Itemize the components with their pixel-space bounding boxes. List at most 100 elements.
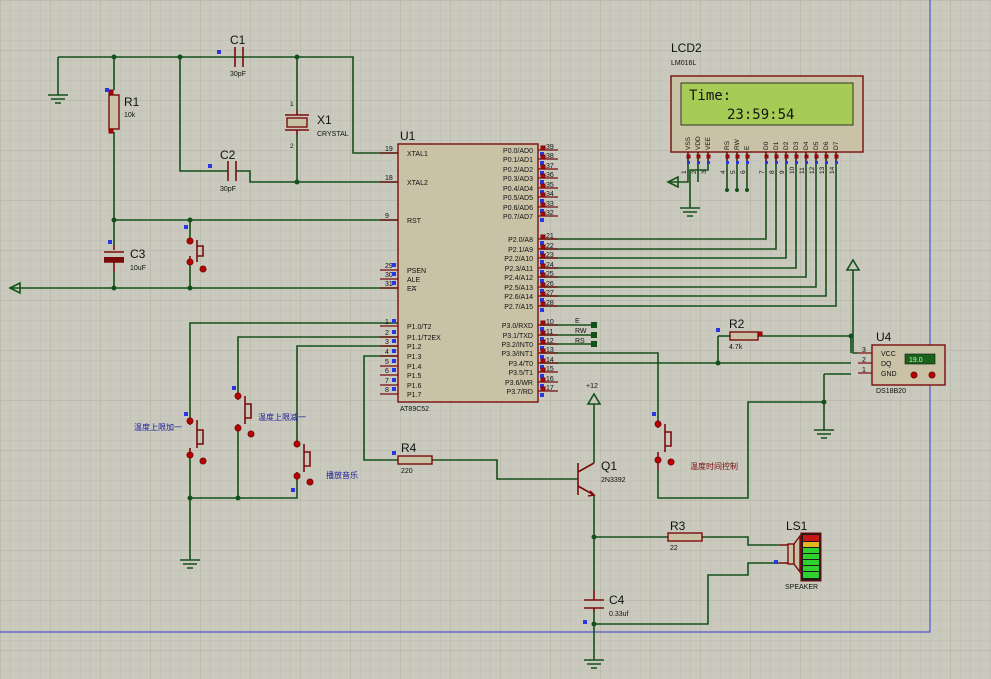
pin-number: 36: [546, 172, 554, 179]
pin-number: 25: [546, 271, 554, 278]
resistor-r2[interactable]: R2 4.7k: [716, 317, 763, 351]
speaker-ls1[interactable]: LS1 SPEAKER: [774, 519, 822, 591]
lcd-lcd2[interactable]: Time: 23:59:54 LCD2 LM016L VSS1VDD2VEE3R…: [670, 41, 864, 174]
pin-name: P1.2: [407, 344, 422, 351]
temp-up-button[interactable]: 温度上限加一: [134, 412, 207, 465]
net-label-rs: RS: [575, 338, 585, 345]
lcd-pins: VSS1VDD2VEE3RS4RW5E6D07D18D29D310D411D51…: [681, 136, 840, 174]
lcd-pin-d1: D18: [769, 141, 780, 174]
pin-name: P2.3/A11: [505, 266, 533, 273]
pin-name: P1.1/T2EX: [407, 335, 441, 342]
u1-part: AT89C52: [400, 406, 429, 413]
u1-right-pins: 39P0.0/AD038P0.1/AD137P0.2/AD236P0.3/AD3…: [501, 144, 558, 397]
net-label-rw: RW: [575, 328, 587, 335]
pin-name: P0.4/AD4: [503, 186, 533, 193]
temp-time-button[interactable]: 温度时间控制: [652, 412, 738, 471]
pin-name: P1.3: [407, 354, 422, 361]
transistor-q1[interactable]: Q1 2N3392: [577, 459, 626, 497]
resistor-r3[interactable]: R3 22: [667, 519, 703, 552]
pin-name: D3: [793, 141, 800, 150]
pin-number: 2: [862, 357, 866, 364]
pin-number: 33: [546, 201, 554, 208]
pin-name: P0.5/AD5: [503, 195, 533, 202]
supply-label: +12: [586, 383, 598, 390]
pin-number: 28: [546, 300, 554, 307]
lcd-line-2: 23:59:54: [727, 107, 794, 123]
reset-button[interactable]: [184, 225, 207, 273]
pin-number: 38: [546, 153, 554, 160]
pin-name: P3.4/T0: [508, 361, 533, 368]
r4-value: 220: [401, 468, 413, 475]
pin-name: P3.5/T1: [508, 370, 533, 377]
pin-name: D7: [833, 141, 840, 150]
play-music-button[interactable]: 播放音乐: [291, 440, 358, 492]
pin-number: 2: [691, 170, 698, 174]
pin-number: 5: [730, 170, 737, 174]
resistor-r4[interactable]: R4 220: [392, 441, 433, 475]
capacitor-c2[interactable]: C2 30pF: [208, 148, 245, 193]
pin-name: GND: [881, 371, 897, 378]
c4-ref: C4: [609, 593, 625, 607]
temp-up-label: 温度上限加一: [134, 422, 182, 432]
lcd-pin-d2: D29: [779, 141, 790, 174]
net-label-e: E: [575, 318, 580, 325]
pin-number: 30: [385, 272, 393, 279]
ls1-part: SPEAKER: [785, 584, 818, 591]
pin-number: 26: [546, 281, 554, 288]
r3-value: 22: [670, 545, 678, 552]
pin-name: D6: [823, 141, 830, 150]
r1-value: 10k: [124, 112, 136, 119]
crystal-x1[interactable]: 1 2 X1 CRYSTAL: [285, 101, 349, 150]
pin-number: 7: [759, 170, 766, 174]
u1-pin-7: 7P1.6: [380, 378, 422, 390]
capacitor-c3[interactable]: C3 10uF: [104, 240, 146, 272]
pin-number: 24: [546, 262, 554, 269]
pin-number: 29: [385, 263, 393, 270]
r4-ref: R4: [401, 441, 417, 455]
pin-name: P2.7/A15: [504, 304, 533, 311]
ls1-ref: LS1: [786, 519, 808, 533]
r2-ref: R2: [729, 317, 745, 331]
temp-down-button[interactable]: 温度上限减一: [232, 386, 306, 438]
pin-name: XTAL2: [407, 180, 428, 187]
sheet-border: [0, 0, 931, 633]
pin-number: 5: [385, 359, 389, 366]
pin-number: 23: [546, 252, 554, 259]
pin-name: ALE: [407, 277, 421, 284]
pin-name: P1.4: [407, 364, 422, 371]
lcd-line-1: Time:: [689, 88, 731, 104]
capacitor-c1[interactable]: C1 30pF: [217, 33, 246, 78]
resistor-r1[interactable]: R1 10k: [105, 88, 140, 134]
u1-pin-3: 3P1.2: [380, 339, 422, 351]
lcd2-part: LM016L: [671, 60, 696, 67]
lcd-pin-d0: D07: [759, 141, 770, 174]
pin-number: 15: [546, 366, 554, 373]
c3-ref: C3: [130, 247, 146, 261]
pin-number: 3: [385, 339, 389, 346]
pin-name: EA: [407, 286, 417, 293]
wires: [10, 56, 858, 660]
microcontroller-u1[interactable]: U1 AT89C52 19XTAL118XTAL29RST29PSEN30ALE…: [380, 129, 558, 413]
x1-value: CRYSTAL: [317, 131, 349, 138]
pin-name: VCC: [881, 351, 896, 358]
pin-number: 9: [779, 170, 786, 174]
capacitor-c4[interactable]: C4 0.33uf: [583, 590, 629, 624]
u4-ref: U4: [876, 330, 892, 344]
lcd-pin-e: E6: [740, 145, 751, 174]
pin-number: 32: [546, 210, 554, 217]
junctions: [111, 54, 854, 627]
c2-ref: C2: [220, 148, 236, 162]
lcd-pin-rs: RS4: [720, 140, 731, 174]
